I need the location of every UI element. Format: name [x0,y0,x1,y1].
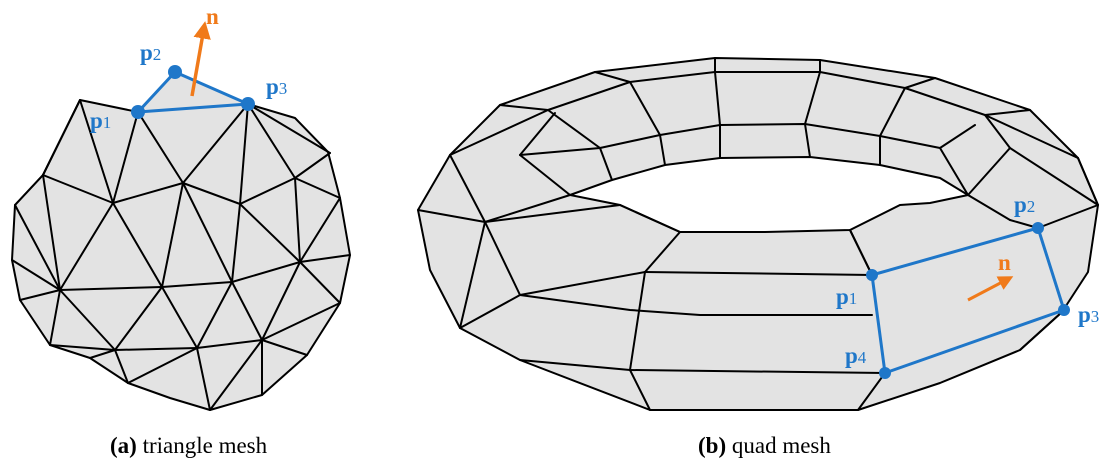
sphere-silhouette [12,70,350,410]
quad-label-p4: p4 [845,343,867,368]
triangle-normal-label: n [206,4,219,29]
triangle-vertex-p3 [241,97,255,111]
quad-label-p1: p1 [836,284,857,309]
quad-label-p3: p3 [1078,302,1099,327]
triangle-edges [11,99,351,411]
quad-label-p2: p2 [1014,192,1035,217]
quad-mesh: n p2 p1 p4 p3 (b) quad mesh [417,57,1099,458]
quad-vertex-p1 [866,269,878,281]
triangle-label-p1: p1 [90,108,111,133]
triangle-normal-arrow [190,21,211,97]
torus-silhouette [418,58,1098,410]
quad-normal-arrow [967,276,1014,302]
quad-normal-label: n [998,250,1011,275]
triangle-label-p2: p2 [140,40,161,65]
triangle-mesh: n p2 p3 p1 (a) triangle mesh [11,4,351,458]
triangle-vertex-p1 [131,105,145,119]
triangle-caption: (a) triangle mesh [110,433,268,458]
quad-vertex-p2 [1032,222,1044,234]
triangle-label-p3: p3 [266,74,287,99]
quad-vertex-p3 [1058,304,1070,316]
quad-vertex-p4 [879,367,891,379]
triangle-vertex-p2 [168,65,182,79]
quad-caption: (b) quad mesh [698,433,831,458]
quad-edges [417,57,1099,411]
